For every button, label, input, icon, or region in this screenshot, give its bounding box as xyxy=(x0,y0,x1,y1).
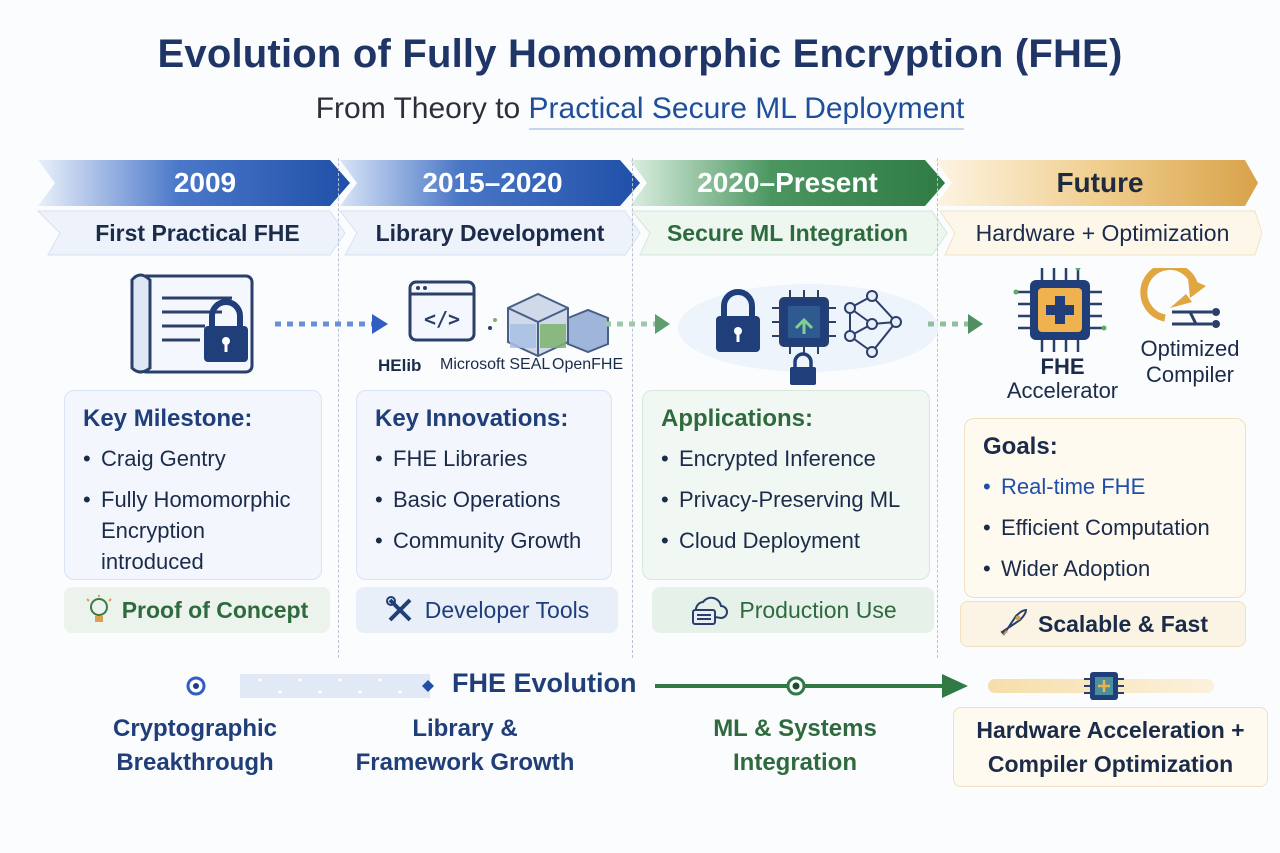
fhe-accelerator-label: FHE Accelerator xyxy=(1000,355,1125,403)
timeline-diamond xyxy=(422,680,434,692)
rocket-icon xyxy=(1000,608,1027,636)
footer-label-2015: Developer Tools xyxy=(424,596,590,623)
label-2009-shape xyxy=(36,210,346,256)
year-banner-2015: 2015–2020 xyxy=(422,167,563,198)
server-stack-icon xyxy=(488,292,609,358)
document-lock-icon xyxy=(130,273,254,374)
page-subtitle: From Theory to Practical Secure ML Deplo… xyxy=(0,92,1280,130)
bottom-label-future-line1: Hardware Acceleration + xyxy=(976,717,1245,743)
phase-label-2015: Library Development xyxy=(375,219,605,246)
library-openfhe: OpenFHE xyxy=(552,356,624,373)
fhe-accelerator-chip-icon xyxy=(1013,268,1107,352)
list-item: Real-time FHE xyxy=(983,471,1227,502)
subtitle-highlight: Practical Secure ML Deployment xyxy=(528,92,965,130)
panel-list-2009: Craig Gentry Fully Homomorphic Encryptio… xyxy=(83,443,303,577)
timeline-node-1 xyxy=(186,676,206,696)
page-title: Evolution of Fully Homomorphic Encryptio… xyxy=(157,32,1123,76)
phase-label-2020: Secure ML Integration xyxy=(666,219,909,246)
label-future-shape xyxy=(939,210,1263,256)
arrow-2-icon xyxy=(605,314,670,334)
icon-row: </> xyxy=(130,268,1220,385)
library-microsoft-seal: Microsoft SEAL xyxy=(440,356,551,373)
bottom-label-2009-line2: Breakthrough xyxy=(116,749,274,776)
label-2020-shape xyxy=(630,210,948,256)
optimized-compiler-label: Optimized Compiler xyxy=(1130,336,1250,388)
list-item: Efficient Computation xyxy=(983,512,1227,543)
panel-title-2015: Key Innovations: xyxy=(375,405,569,432)
panel-list-2015: FHE Libraries Basic Operations Community… xyxy=(375,443,593,556)
bottom-label-future-line2: Compiler Optimization xyxy=(987,751,1234,777)
panel-title-2020: Applications: xyxy=(661,405,814,432)
divider-3 xyxy=(937,158,938,658)
banner-2015-shape xyxy=(340,160,640,206)
list-item: FHE Libraries xyxy=(375,443,593,474)
phase-banners xyxy=(36,160,1263,256)
bottom-label-2015-line1: Library & xyxy=(412,715,518,742)
label-2015-shape xyxy=(338,210,641,256)
divider-2 xyxy=(632,158,633,658)
arrow-1-icon xyxy=(275,314,388,334)
list-item: Privacy-Preserving ML xyxy=(661,484,911,515)
subtitle-prefix: From Theory to xyxy=(315,92,529,125)
timeline-label: FHE Evolution xyxy=(452,668,637,698)
compiler-label-line1: Optimized xyxy=(1140,336,1240,361)
list-item: Craig Gentry xyxy=(83,443,303,474)
panel-list-future: Real-time FHE Efficient Computation Wide… xyxy=(983,471,1227,584)
list-item: Wider Adoption xyxy=(983,553,1227,584)
footer-pill-future: Scalable & Fast xyxy=(960,601,1246,647)
panel-list-2020: Encrypted Inference Privacy-Preserving M… xyxy=(661,443,911,556)
list-item: Cloud Deployment xyxy=(661,525,911,556)
footer-pill-2009: Proof of Concept xyxy=(64,587,330,633)
panel-title-2009: Key Milestone: xyxy=(83,405,253,432)
timeline-chip-icon xyxy=(1084,672,1124,700)
panel-future: Goals: Real-time FHE Efficient Computati… xyxy=(964,418,1246,598)
footer-pill-2015: Developer Tools xyxy=(356,587,618,633)
phase-label-future: Hardware + Optimization xyxy=(975,219,1230,246)
tools-icon xyxy=(385,596,412,622)
library-helib: HElib xyxy=(378,356,422,375)
bottom-label-2015: Library & Framework Growth xyxy=(335,712,595,780)
footer-label-2020: Production Use xyxy=(739,596,897,623)
list-item: Encrypted Inference xyxy=(661,443,911,474)
panel-2020: Applications: Encrypted Inference Privac… xyxy=(642,390,930,580)
phase-label-2009: First Practical FHE xyxy=(95,219,300,246)
arrow-3-icon xyxy=(928,314,983,334)
timeline-track xyxy=(70,672,1214,700)
divider-1 xyxy=(338,158,339,658)
panel-title-future: Goals: xyxy=(983,433,1058,460)
bottom-label-2020-line2: Integration xyxy=(733,749,857,776)
timeline-node-2 xyxy=(786,676,806,696)
footer-label-future: Scalable & Fast xyxy=(1037,610,1209,637)
lock-chip-network-icon xyxy=(678,284,938,385)
list-item: Community Growth xyxy=(375,525,593,556)
lightbulb-icon xyxy=(86,595,112,622)
accelerator-label-line2: Accelerator xyxy=(1006,378,1119,403)
banner-future-shape xyxy=(935,160,1258,206)
year-banner-future: Future xyxy=(1056,167,1144,198)
bottom-label-2015-line2: Framework Growth xyxy=(355,749,575,776)
cloud-server-icon xyxy=(692,596,729,625)
svg-text:</>: </> xyxy=(424,307,460,331)
panel-2015: Key Innovations: FHE Libraries Basic Ope… xyxy=(356,390,612,580)
banner-2020-shape xyxy=(630,160,945,206)
banner-2009-shape xyxy=(38,160,350,206)
panel-2009: Key Milestone: Craig Gentry Fully Homomo… xyxy=(64,390,322,580)
list-item: Basic Operations xyxy=(375,484,593,515)
compiler-label-line2: Compiler xyxy=(1145,362,1235,387)
bottom-label-2020-line1: ML & Systems xyxy=(713,715,877,742)
footer-label-2009: Proof of Concept xyxy=(121,596,309,623)
year-banner-2020: 2020–Present xyxy=(697,167,878,198)
accelerator-label-line1: FHE xyxy=(1040,354,1085,379)
bottom-label-2009: Cryptographic Breakthrough xyxy=(80,712,310,780)
year-banner-2009: 2009 xyxy=(173,167,237,198)
compiler-gear-icon xyxy=(1140,268,1220,328)
bottom-label-future: Hardware Acceleration + Compiler Optimiz… xyxy=(953,707,1268,787)
bottom-label-2020: ML & Systems Integration xyxy=(675,712,915,780)
footer-pill-2020: Production Use xyxy=(652,587,934,633)
code-window-icon: </> xyxy=(408,280,476,342)
bottom-label-2009-line1: Cryptographic xyxy=(112,715,277,742)
list-item: Fully Homomorphic Encryption introduced xyxy=(83,484,303,577)
